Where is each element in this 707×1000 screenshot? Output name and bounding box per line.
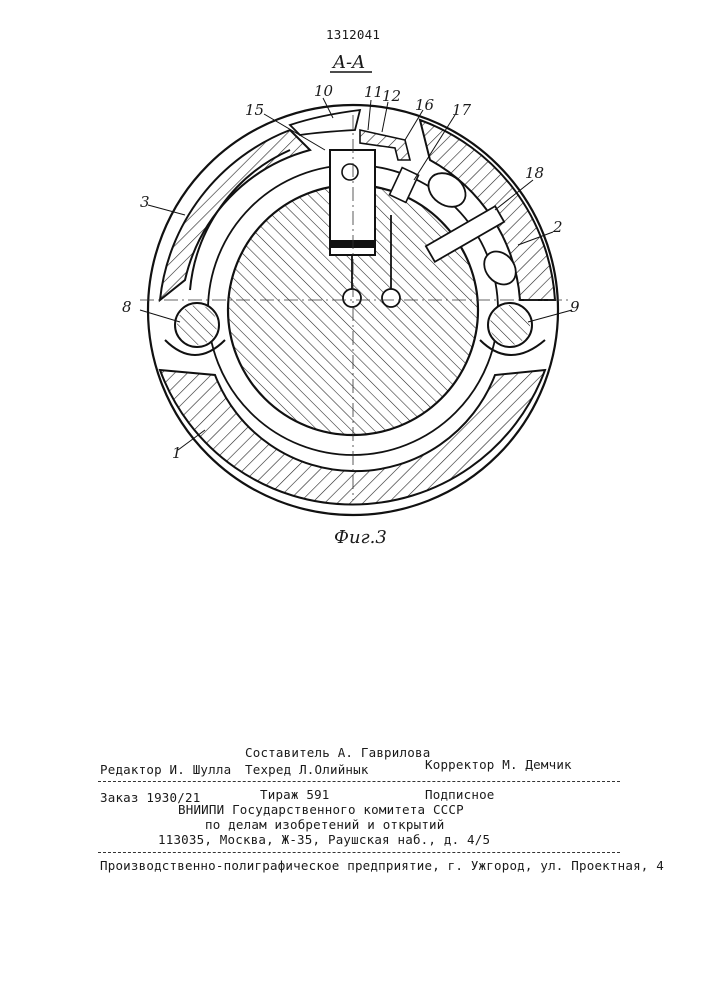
divider-top — [98, 781, 620, 782]
label-10: 10 — [314, 82, 334, 100]
figure-caption: Фиг.3 — [334, 527, 387, 548]
label-1: 1 — [172, 444, 182, 462]
address-line: 113035, Москва, Ж-35, Раушская наб., д. … — [158, 832, 490, 847]
compiler-line: Составитель А. Гаврилова — [245, 745, 430, 760]
corrector-line: Корректор М. Демчик — [425, 757, 572, 772]
label-2: 2 — [552, 218, 563, 236]
label-8: 8 — [122, 298, 132, 316]
pin-right — [480, 303, 545, 355]
label-17: 17 — [452, 101, 472, 119]
pin-left — [165, 303, 225, 355]
label-12: 12 — [382, 87, 401, 105]
subscription-line: Подписное — [425, 787, 495, 802]
org-line-2: по делам изобретений и открытий — [205, 817, 445, 832]
label-15: 15 — [245, 101, 264, 119]
printer-line: Производственно-полиграфическое предприя… — [100, 858, 664, 873]
label-16: 16 — [415, 96, 435, 114]
circulation-line: Тираж 591 — [260, 787, 330, 802]
label-11: 11 — [364, 83, 383, 101]
label-18: 18 — [525, 164, 544, 182]
techred-line: Техред Л.Олийнык — [245, 762, 369, 777]
editor-line: Редактор И. Шулла — [100, 762, 231, 777]
org-line-1: ВНИИПИ Государственного комитета СССР — [178, 802, 464, 817]
label-3: 3 — [140, 193, 150, 211]
section-label: A-A — [333, 52, 365, 73]
divider-bottom — [98, 852, 620, 853]
label-9: 9 — [570, 298, 580, 316]
